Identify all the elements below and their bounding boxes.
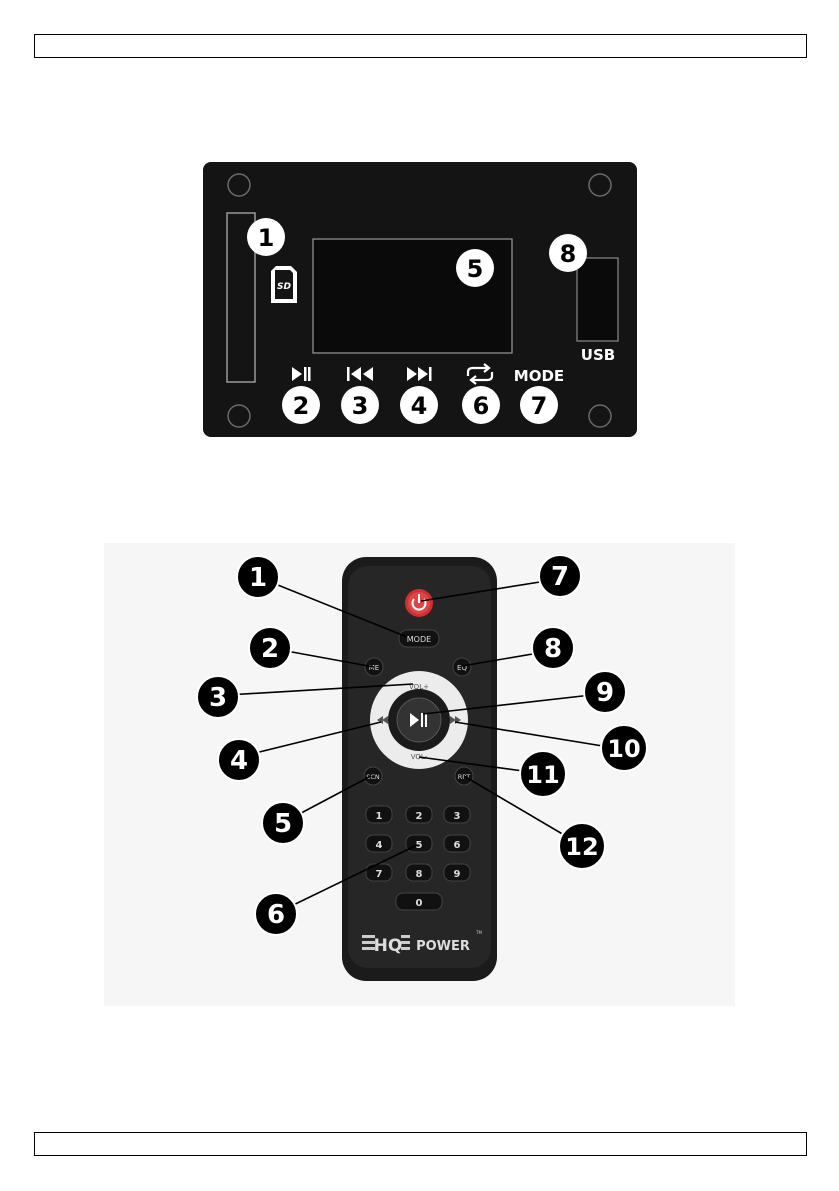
svg-text:4: 4 — [411, 392, 428, 420]
svg-text:ME: ME — [369, 664, 379, 672]
remote-callout-9: 9 — [584, 671, 626, 713]
svg-text:1: 1 — [249, 563, 267, 593]
digit-key-8[interactable]: 8 — [406, 864, 432, 881]
callout-6: 6 — [462, 386, 500, 424]
svg-text:2: 2 — [416, 811, 423, 822]
play-pause-key[interactable] — [397, 698, 441, 742]
digit-key-1[interactable]: 1 — [366, 806, 392, 823]
svg-text:3: 3 — [352, 392, 369, 420]
svg-text:8: 8 — [544, 634, 562, 664]
svg-text:12: 12 — [565, 833, 598, 861]
mode-label: MODE — [514, 367, 564, 385]
svg-text:3: 3 — [209, 683, 227, 713]
svg-text:POWER: POWER — [416, 939, 470, 954]
screw-hole — [228, 405, 250, 427]
remote-callout-10: 10 — [601, 725, 647, 771]
svg-text:1: 1 — [376, 811, 383, 822]
svg-text:4: 4 — [376, 840, 383, 851]
mode-key-label: MODE — [407, 635, 431, 644]
callout-8: 8 — [549, 234, 587, 272]
digit-key-5[interactable]: 5 — [406, 835, 432, 852]
svg-text:5: 5 — [467, 255, 484, 283]
usb-port[interactable] — [577, 258, 618, 341]
svg-text:2: 2 — [261, 634, 279, 664]
remote-callout-2: 2 — [249, 627, 291, 669]
svg-text:6: 6 — [454, 840, 461, 851]
remote-control-figure: MODE ME EQ VOL+ VOL- SCN RPT 1 2 3 4 5 6… — [0, 520, 839, 1020]
svg-text:3: 3 — [454, 811, 461, 822]
screw-hole — [589, 174, 611, 196]
digit-key-7[interactable]: 7 — [366, 864, 392, 881]
remote-callout-1: 1 — [237, 556, 279, 598]
remote-callout-6: 6 — [255, 893, 297, 935]
svg-text:TM: TM — [475, 930, 482, 935]
svg-text:10: 10 — [607, 735, 640, 763]
callout-4: 4 — [400, 386, 438, 424]
callout-1: 1 — [247, 218, 285, 256]
callout-5: 5 — [456, 249, 494, 287]
svg-text:9: 9 — [454, 869, 461, 880]
sd-card-icon: SD — [271, 266, 297, 303]
svg-text:7: 7 — [551, 562, 569, 592]
svg-text:HQ: HQ — [374, 936, 403, 956]
svg-text:8: 8 — [560, 240, 577, 268]
remote-callout-7: 7 — [539, 555, 581, 597]
svg-text:7: 7 — [376, 869, 383, 880]
svg-text:6: 6 — [473, 392, 490, 420]
svg-text:7: 7 — [531, 392, 548, 420]
remote-callout-5: 5 — [262, 802, 304, 844]
remote-callout-12: 12 — [559, 823, 605, 869]
callout-2: 2 — [282, 386, 320, 424]
usb-label: USB — [581, 346, 615, 364]
callout-3: 3 — [341, 386, 379, 424]
digit-key-6[interactable]: 6 — [444, 835, 470, 852]
digit-key-2[interactable]: 2 — [406, 806, 432, 823]
scn-key[interactable]: SCN — [364, 767, 382, 785]
svg-text:2: 2 — [293, 392, 310, 420]
digit-key-0[interactable]: 0 — [396, 893, 442, 910]
digit-key-4[interactable]: 4 — [366, 835, 392, 852]
svg-text:11: 11 — [526, 761, 559, 789]
remote-callout-11: 11 — [520, 751, 566, 797]
remote-callout-3: 3 — [197, 676, 239, 718]
svg-text:5: 5 — [274, 809, 292, 839]
svg-text:6: 6 — [267, 900, 285, 930]
module-panel-figure: SD USB MODE 1 2 3 4 5 6 7 8 — [0, 0, 839, 470]
eq-key[interactable]: EQ — [453, 658, 471, 676]
remote-callout-8: 8 — [532, 627, 574, 669]
svg-text:1: 1 — [258, 224, 275, 252]
mode-key[interactable]: MODE — [399, 630, 439, 647]
power-button[interactable] — [405, 589, 433, 617]
remote-callout-4: 4 — [218, 739, 260, 781]
screw-hole — [228, 174, 250, 196]
sd-label: SD — [277, 282, 291, 292]
svg-text:9: 9 — [596, 678, 614, 708]
svg-text:8: 8 — [416, 869, 423, 880]
screw-hole — [589, 405, 611, 427]
svg-text:0: 0 — [416, 898, 423, 909]
callout-7: 7 — [520, 386, 558, 424]
svg-text:RPT: RPT — [458, 773, 470, 781]
digit-key-9[interactable]: 9 — [444, 864, 470, 881]
digit-key-3[interactable]: 3 — [444, 806, 470, 823]
svg-text:4: 4 — [230, 746, 248, 776]
footer-box — [34, 1132, 807, 1156]
